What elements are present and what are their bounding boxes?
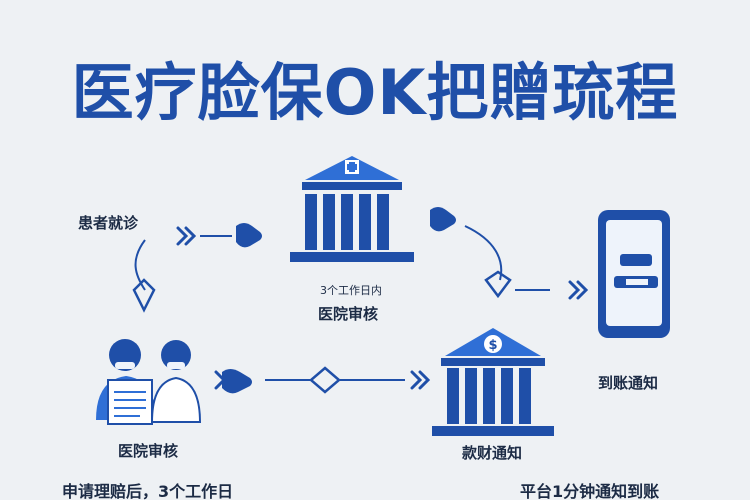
- node-payment-notice: 款财通知: [462, 444, 523, 462]
- connector-visit-down: [134, 239, 146, 291]
- node-review-duration: 3个工作日内: [320, 284, 382, 297]
- connector-top-to-bank: [464, 225, 503, 281]
- chevron-icon: [176, 226, 197, 246]
- handshake-icons: [222, 207, 456, 394]
- bank-building-icon: [432, 328, 554, 436]
- chevron-icon: [410, 370, 431, 390]
- node-arrival-notice: 到账通知: [598, 374, 659, 392]
- node-patient-visit: 患者就诊: [78, 214, 139, 232]
- footer-cut-text: 申请理赔后，3个工作日 平台1分钟通知到账: [0, 472, 750, 500]
- handshake-icon: [236, 223, 262, 248]
- location-pin-icon: [132, 278, 156, 313]
- node-hospital-review-top: 医院审核: [318, 305, 379, 323]
- doctor-patient-illustration: [96, 339, 202, 425]
- node-hospital-review-bottom: 医院审核: [118, 442, 179, 460]
- handshake-icon: [222, 369, 252, 394]
- diamond-node-icon: [309, 366, 341, 394]
- handshake-icon: [430, 207, 456, 232]
- pin-icons: [132, 270, 512, 313]
- footer-right-text: 平台1分钟通知到账: [520, 482, 660, 500]
- arrow-chevrons: [176, 226, 589, 390]
- phone-icon: [598, 210, 670, 338]
- dollar-icon: $: [488, 338, 497, 353]
- chevron-icon: [568, 280, 589, 300]
- document-icon: [107, 379, 153, 425]
- footer-left-text: 申请理赔后，3个工作日: [62, 482, 234, 500]
- page-title: 医疗脸保OK把贈琉程: [71, 56, 679, 129]
- location-pin-icon: [484, 270, 512, 299]
- hospital-building-icon: [290, 156, 414, 262]
